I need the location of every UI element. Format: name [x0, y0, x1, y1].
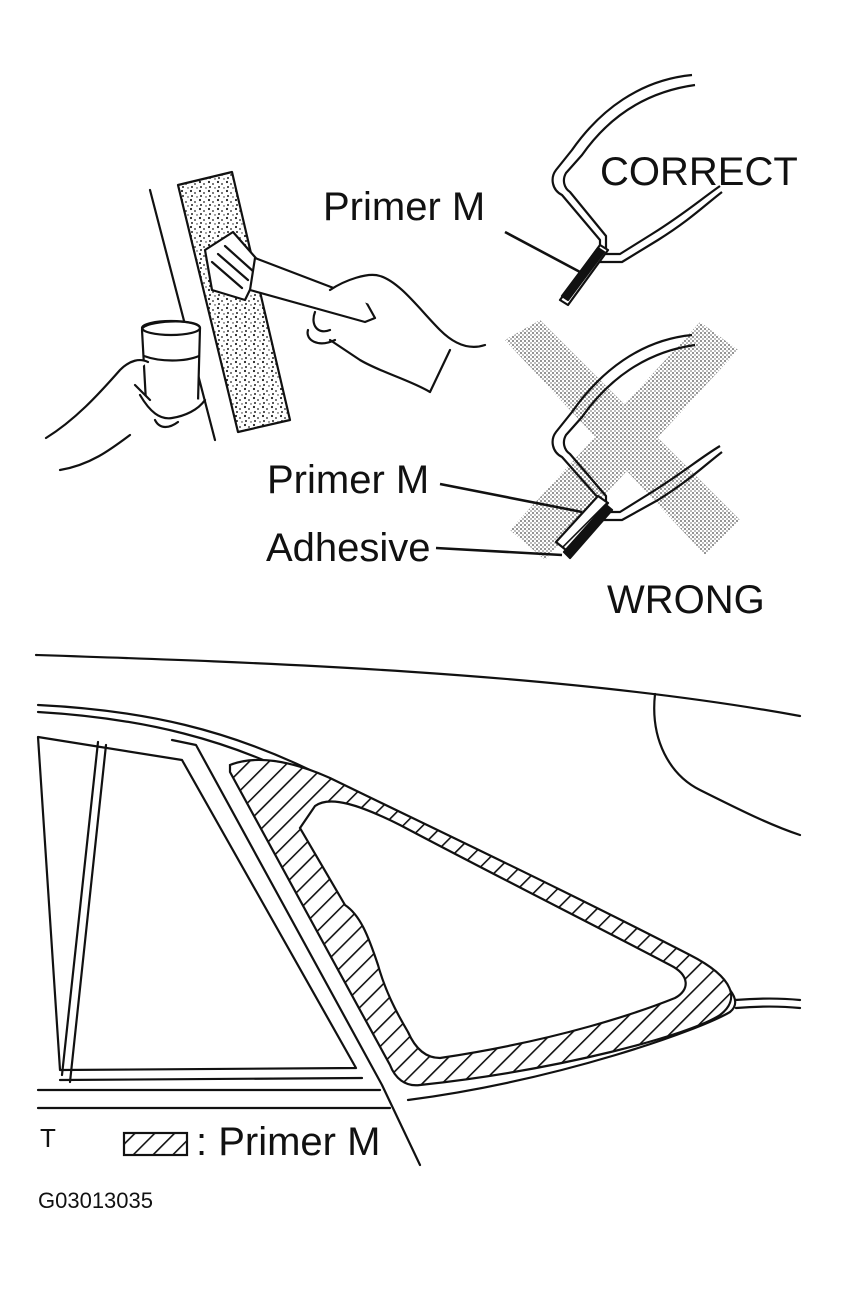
quarter-window-primer-band	[228, 758, 733, 1087]
vehicle-body	[34, 653, 802, 1167]
front-door-frame	[36, 735, 358, 1072]
legend-swatch	[122, 1131, 189, 1157]
primer-label-top: Primer M	[323, 185, 485, 229]
correct-label: CORRECT	[600, 150, 798, 194]
corner-mark: T	[40, 1123, 56, 1153]
wrong-label: WRONG	[607, 578, 765, 622]
primer-strip	[176, 170, 292, 434]
legend-label: : Primer M	[196, 1120, 380, 1164]
wrong-adhesive-layer	[562, 503, 614, 560]
wrong-cross	[505, 320, 740, 560]
left-hand	[44, 359, 207, 472]
roof-line	[34, 653, 802, 718]
wrong-section	[435, 333, 723, 560]
wrong-primer-layer	[554, 494, 610, 552]
primer-label-mid: Primer M	[267, 458, 429, 502]
right-hand	[306, 273, 487, 394]
correct-section	[504, 73, 723, 307]
adhesive-label: Adhesive	[266, 526, 431, 570]
correct-primer-layer	[560, 246, 606, 302]
figure-code: G03013035	[38, 1188, 153, 1213]
panel-edge-line	[148, 188, 217, 442]
brush-illustration	[44, 170, 487, 472]
